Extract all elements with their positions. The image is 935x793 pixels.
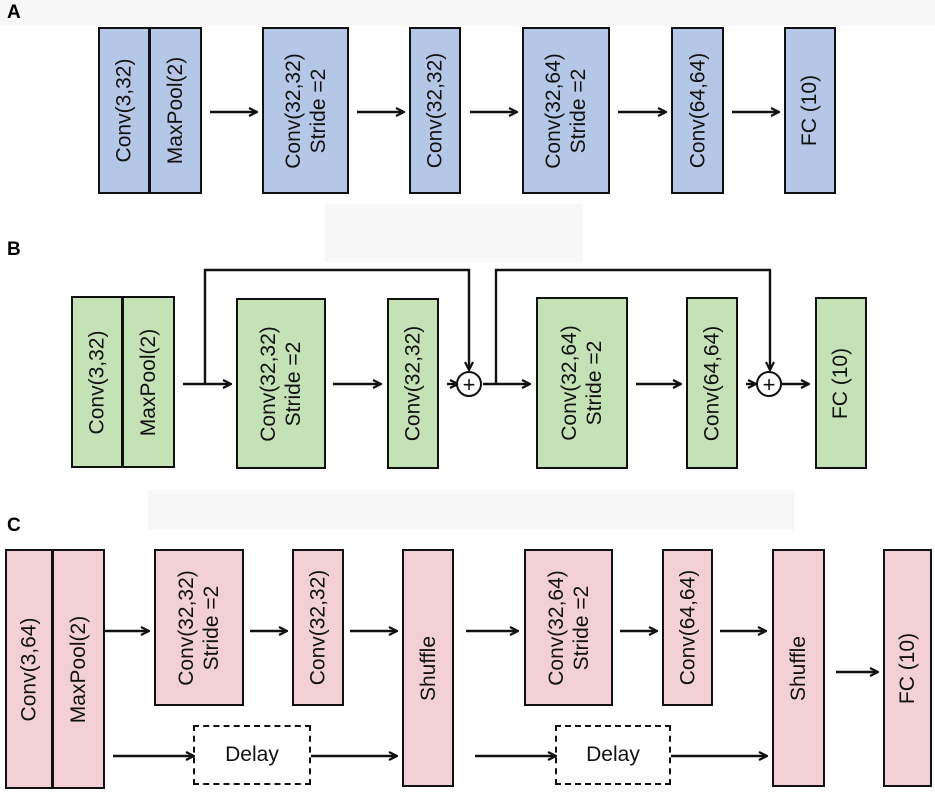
- panel-a-block-5: Conv(64,64): [671, 27, 724, 194]
- panel-b-sum-node-1: +: [756, 371, 782, 397]
- panel-b-block-6: FC (10): [815, 297, 867, 469]
- panel-b-block-3: Conv(32,32): [387, 298, 439, 469]
- panel-c-block-6: Conv(64,64): [662, 549, 713, 706]
- panel-c-block-7: Shuffle: [772, 549, 825, 787]
- panel-b-block-0: Conv(3,32): [71, 296, 123, 468]
- panel-c-block-5: Conv(32,64)Stride =2: [524, 549, 613, 706]
- panel-b-sum-node-0: +: [456, 371, 482, 397]
- delay-label: Delay: [225, 743, 279, 766]
- panel-a-background: [0, 0, 935, 26]
- panel-a-block-3: Conv(32,32): [409, 27, 461, 194]
- panel-b-block-5: Conv(64,64): [686, 297, 738, 469]
- panel-c-block-3: Conv(32,32): [292, 549, 344, 706]
- panel-c-delay-1: Delay: [555, 725, 671, 785]
- panel-c-block-8: FC (10): [883, 549, 932, 787]
- panel-b-label: B: [7, 239, 21, 260]
- panel-c-block-4: Shuffle: [402, 549, 454, 787]
- panel-a-block-4: Conv(32,64)Stride =2: [522, 27, 610, 194]
- sum-symbol: +: [763, 372, 776, 397]
- sum-symbol: +: [463, 372, 476, 397]
- panel-b-block-4: Conv(32,64)Stride =2: [536, 297, 628, 469]
- panel-c-block-1: MaxPool(2): [52, 549, 105, 789]
- panel-a-block-6: FC (10): [784, 27, 836, 194]
- panel-a-block-1: MaxPool(2): [149, 27, 202, 194]
- panel-c-gap-background: [148, 490, 794, 530]
- panel-a-label: A: [7, 2, 21, 23]
- panel-a-block-2: Conv(32,32)Stride =2: [262, 27, 349, 194]
- panel-b-arrow-7: [203, 268, 469, 384]
- panel-c-label: C: [7, 515, 21, 536]
- panel-b-gap-background: [325, 204, 583, 262]
- panel-c-delay-0: Delay: [193, 725, 311, 785]
- delay-label: Delay: [586, 743, 640, 766]
- panel-b-arrow-8: [494, 268, 770, 384]
- panel-c-block-2: Conv(32,32)Stride =2: [154, 549, 244, 706]
- panel-b-block-1: MaxPool(2): [122, 296, 175, 468]
- panel-b-block-2: Conv(32,32)Stride =2: [236, 298, 326, 469]
